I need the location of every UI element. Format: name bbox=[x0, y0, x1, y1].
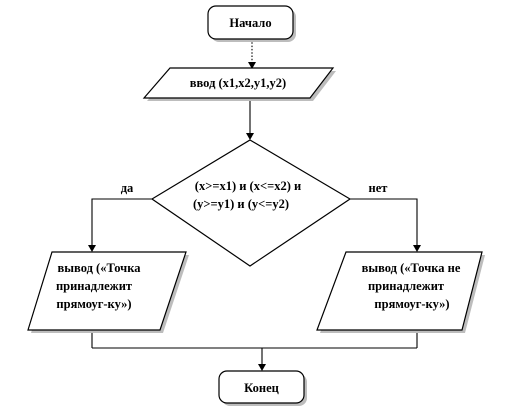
output-no-line-1: вывод («Точка не bbox=[362, 261, 461, 275]
arrowhead bbox=[246, 133, 254, 140]
output-yes-parallelogram bbox=[27, 251, 187, 331]
arrowhead bbox=[258, 364, 266, 371]
yes-label: да bbox=[121, 181, 134, 195]
output-no-line-2: принадлежит bbox=[368, 279, 444, 293]
arrowhead bbox=[413, 245, 421, 252]
no-label: нет bbox=[369, 181, 388, 195]
connector-no-branch bbox=[350, 198, 418, 250]
output-yes-line-1: вывод («Точка bbox=[58, 261, 142, 275]
condition-line-2: (y>=y1) и (y<=y2) bbox=[193, 197, 289, 211]
condition-diamond bbox=[150, 139, 352, 267]
input-label: ввод (x1,x2,y1,y2) bbox=[190, 76, 286, 90]
start-label: Начало bbox=[229, 16, 271, 30]
output-no-line-3: прямоуг-ку») bbox=[374, 297, 449, 311]
end-label: Конец bbox=[244, 381, 279, 395]
end-terminator bbox=[218, 370, 305, 404]
arrowhead bbox=[248, 62, 256, 69]
output-yes-line-2: принадлежит bbox=[56, 279, 132, 293]
output-yes-line-3: прямоуг-ку») bbox=[56, 297, 131, 311]
condition-line-1: (x>=x1) и (x<=x2) и bbox=[195, 179, 301, 193]
output-no-parallelogram bbox=[316, 251, 483, 331]
input-parallelogram bbox=[142, 67, 335, 99]
connector-yes-branch bbox=[91, 198, 152, 250]
start-terminator bbox=[207, 5, 294, 40]
arrowhead bbox=[88, 245, 96, 252]
